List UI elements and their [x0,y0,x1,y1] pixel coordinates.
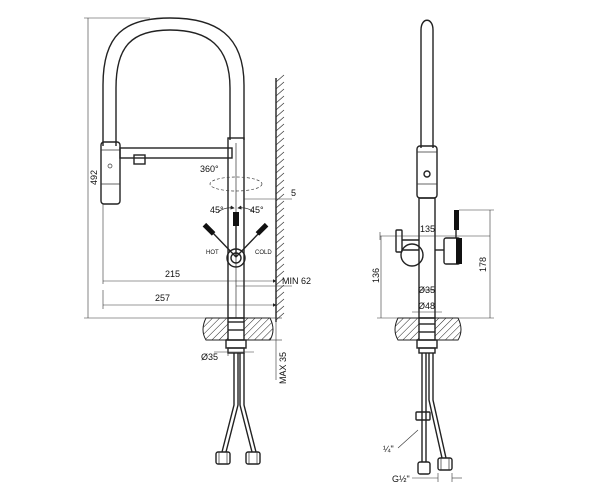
wall-hatch-tick [275,207,285,216]
wall-hatch-tick [275,214,285,223]
side-spout [420,19,434,148]
cold-label: COLD [255,250,272,256]
wall-hatch-tick [275,88,285,97]
wall-hatch-tick [275,263,285,272]
wall-hatch-tick [275,165,285,174]
rotation-ellipse [209,176,263,192]
wall-hatch-tick [275,74,285,83]
side-spray-head [416,145,438,199]
hose-quarter-label: ¼" [383,444,394,454]
dim-135-label: 135 [420,224,435,234]
angle-right-label: 45° [250,205,264,215]
dim-215-label: 215 [165,269,180,279]
dim-max35-label: MAX 35 [278,352,288,384]
dim-d35-label: Ø35 [201,352,218,362]
wall-hatch-tick [275,158,285,167]
handle [202,205,269,268]
dim-5-label: 5 [291,188,296,198]
wall-hatch-tick [275,305,285,314]
wall-hatch-tick [275,123,285,132]
dim-136-label: 136 [371,268,381,283]
wall-hatch-tick [275,242,285,251]
wall-hatch-tick [275,95,285,104]
wall-hatch-tick [275,312,285,321]
rotation-label: 360° [200,164,219,174]
countertop-right [243,317,274,341]
wall-hatch-tick [275,221,285,230]
side-view: 135 136 178 Ø35 Ø48 [371,19,494,484]
spray-arm [119,147,233,159]
wall-hatch-tick [275,193,285,202]
dim-min62-label: MIN 62 [282,276,311,286]
side-countertop-right [434,317,462,341]
wall-hatch-tick [275,235,285,244]
wall-hatch-tick [275,298,285,307]
wall-hatch-tick [275,130,285,139]
wall-hatch-tick [275,151,285,160]
spray-head [100,141,121,205]
hot-label: HOT [206,250,219,256]
side-dim-d35-label: Ø35 [418,285,435,295]
wall-hatch-tick [275,116,285,125]
wall-hatch-tick [275,186,285,195]
hoses-side [415,353,453,475]
wall-hatch-tick [275,249,285,258]
wall-hatch-tick [275,137,285,146]
wall-hatch-tick [275,291,285,300]
dim-178-label: 178 [478,257,488,272]
thread-g-label: G½" [392,474,410,484]
angle-left-label: 45° [210,205,224,215]
side-countertop-left [394,317,420,341]
wall-hatch-tick [275,172,285,181]
spout-inner [115,29,231,146]
hoses-front [215,353,261,465]
side-dim-d48-label: Ø48 [418,301,435,311]
wall-hatch-tick [275,256,285,265]
wall-hatch-tick [275,228,285,237]
height-492-label: 492 [89,170,99,185]
front-view: 360° 45° 45° HOT COLD 5 492 215 [84,17,311,465]
countertop-left [202,317,229,341]
wall-hatch-tick [275,144,285,153]
wall-hatch-tick [275,81,285,90]
side-body [418,197,436,319]
wall-hatch-tick [275,270,285,279]
spout-outer [102,17,245,146]
wall-hatch-tick [275,109,285,118]
wall-hatch-tick [275,277,285,286]
wall-hatch-tick [275,102,285,111]
wall-hatch-tick [275,200,285,209]
wall-hatch-tick [275,179,285,188]
dim-257-label: 257 [155,293,170,303]
